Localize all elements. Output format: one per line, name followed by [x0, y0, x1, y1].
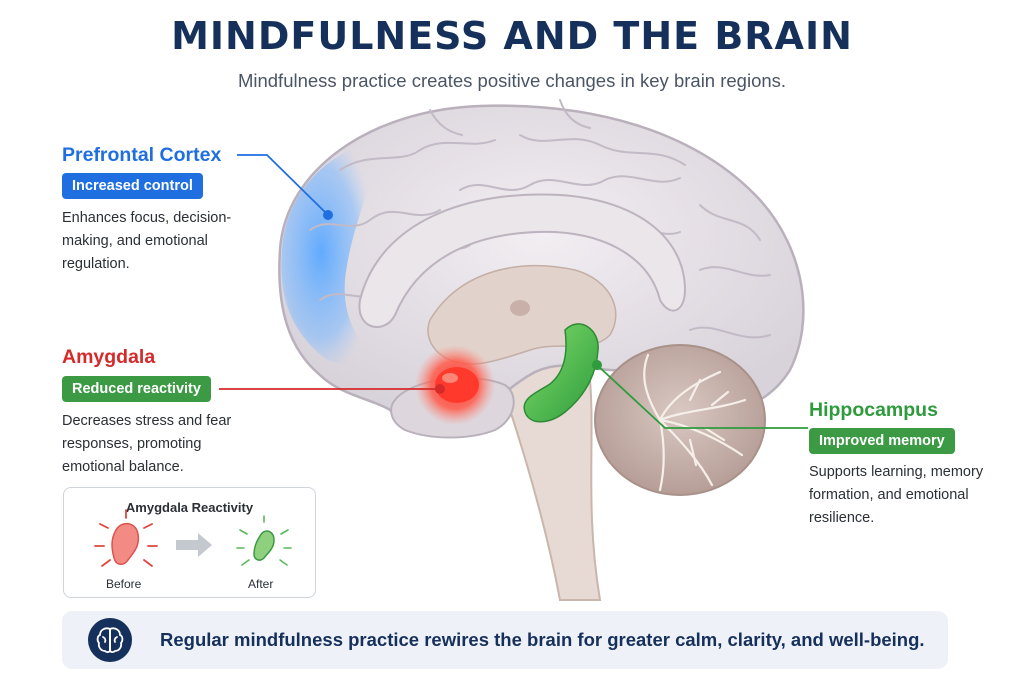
- page-title: MINDFULNESS AND THE BRAIN: [171, 14, 853, 58]
- desc-line: responses, promoting: [62, 436, 202, 452]
- amygdala-reactivity-panel: Amygdala Reactivity: [63, 487, 316, 598]
- hippocampus-highlight: [523, 323, 599, 423]
- amygdala-title: Amygdala: [62, 346, 156, 368]
- amygdala-badge: Reduced reactivity: [62, 376, 211, 402]
- page-subtitle: Mindfulness practice creates positive ch…: [237, 70, 787, 91]
- desc-line: regulation.: [62, 256, 130, 272]
- prefrontal-description: Enhances focus, decision- making, and em…: [62, 207, 231, 276]
- leader-lines: [219, 154, 808, 429]
- arrow-right-icon: [176, 533, 212, 557]
- footer-message: Regular mindfulness practice rewires the…: [160, 629, 925, 650]
- reactivity-illustration: [94, 509, 292, 567]
- desc-line: making, and emotional: [62, 233, 208, 249]
- cerebellum: [594, 344, 766, 496]
- prefrontal-title: Prefrontal Cortex: [62, 144, 222, 166]
- desc-line: Decreases stress and fear: [62, 413, 232, 429]
- after-label: After: [248, 577, 274, 591]
- before-amygdala-icon: [94, 509, 158, 567]
- hippocampus-description: Supports learning, memory formation, and…: [809, 461, 983, 530]
- desc-line: Enhances focus, decision-: [62, 210, 232, 226]
- desc-line: emotional balance.: [62, 459, 184, 475]
- amygdala-description: Decreases stress and fear responses, pro…: [62, 410, 231, 479]
- prefrontal-badge: Increased control: [62, 173, 203, 199]
- desc-line: formation, and emotional: [809, 487, 969, 503]
- prefrontal-highlight: [281, 140, 380, 366]
- desc-line: resilience.: [809, 510, 875, 526]
- hippocampus-badge: Improved memory: [809, 428, 955, 454]
- brain-icon: [88, 618, 132, 662]
- desc-line: Supports learning, memory: [809, 464, 984, 480]
- corpus-callosum: [358, 193, 687, 328]
- hippocampus-title: Hippocampus: [809, 399, 938, 421]
- after-amygdala-icon: [236, 515, 292, 566]
- amygdala-highlight: [415, 345, 495, 425]
- before-label: Before: [106, 577, 142, 591]
- footer-banner: Regular mindfulness practice rewires the…: [62, 611, 948, 669]
- inset-title: Amygdala Reactivity: [125, 500, 254, 515]
